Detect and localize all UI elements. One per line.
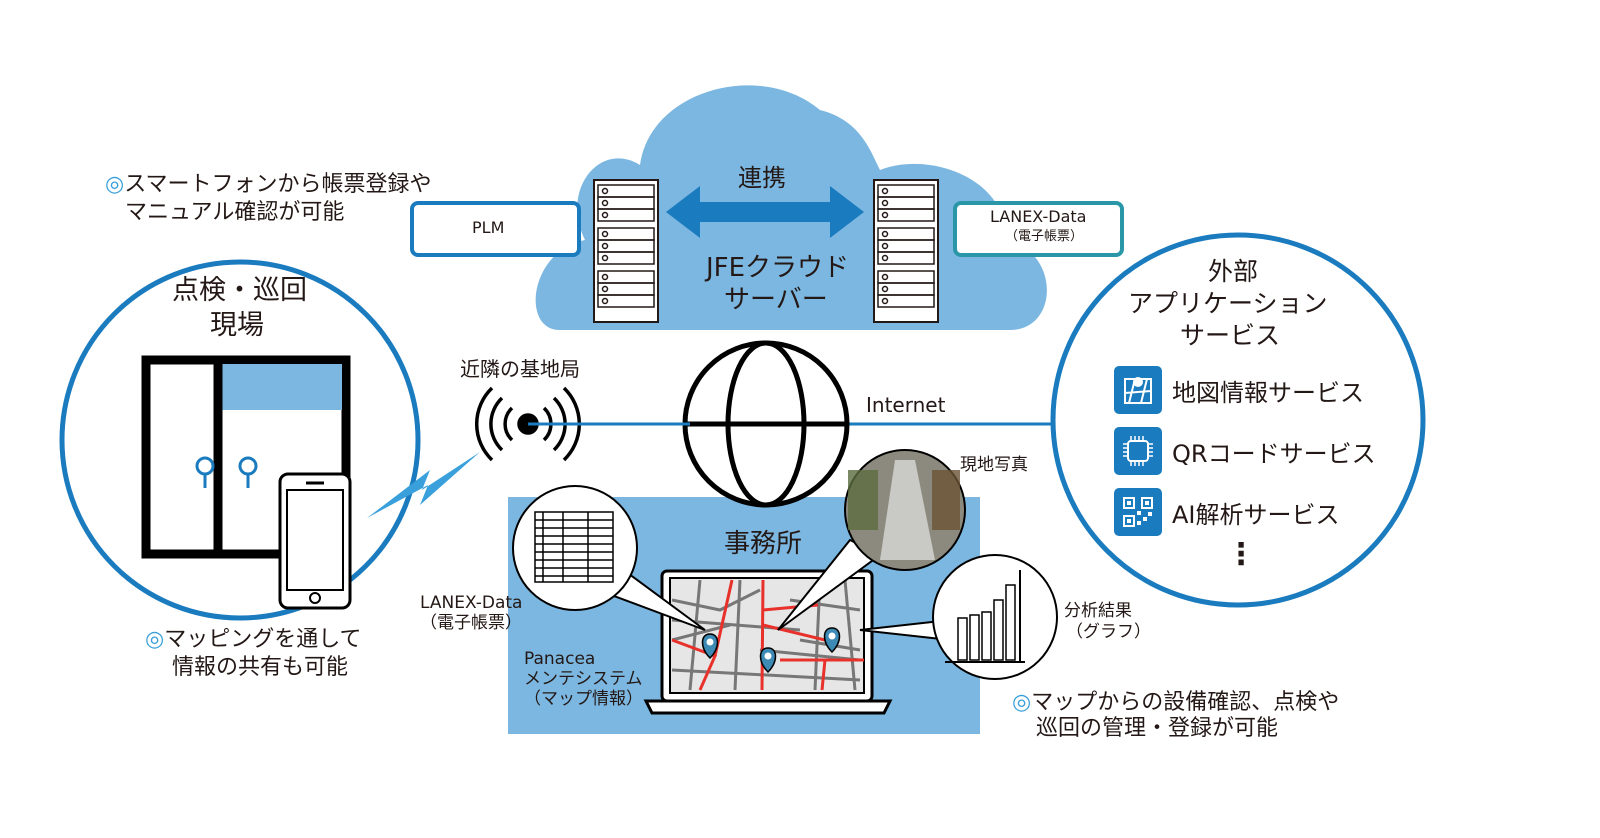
external-title-line2: アプリケーション [1128, 289, 1328, 318]
lanex-sublabel: （電子帳票） [1005, 229, 1084, 244]
note-smartphone: ◎スマートフォンから帳票登録や [105, 172, 432, 197]
photo-label: 現地写真 [960, 455, 1028, 475]
office-lanex-sublabel: （電子帳票） [420, 613, 522, 633]
chip-icon [1114, 427, 1162, 475]
service-label: 地図情報サービス [1172, 378, 1364, 407]
service-item-qr[interactable]: QRコードサービス [1114, 427, 1376, 475]
panacea-map-label: （マップ情報） [524, 689, 643, 709]
link-label: 連携 [738, 164, 786, 192]
note-mark: ◎ [1012, 690, 1032, 715]
base-station-label: 近隣の基地局 [460, 357, 580, 381]
site-subtitle: 現場 [210, 310, 264, 341]
map-pin-icon [701, 633, 719, 660]
globe-icon [682, 340, 850, 508]
analysis-sublabel: （グラフ） [1066, 622, 1151, 642]
service-item-map[interactable]: 地図情報サービス [1114, 366, 1364, 414]
note-line: マッピングを通して [164, 627, 362, 652]
laptop-icon [643, 569, 893, 715]
panacea-label: Panacea [524, 649, 596, 669]
graph-callout [859, 554, 1058, 680]
service-label: QRコードサービス [1172, 439, 1376, 468]
note-office: ◎マップからの設備確認、点検や [1012, 690, 1339, 715]
map-icon [1114, 366, 1162, 414]
external-title-line3: サービス [1180, 321, 1281, 350]
wireless-bolt-icon [367, 452, 480, 518]
office-title: 事務所 [724, 529, 803, 559]
analysis-label: 分析結果 [1064, 601, 1132, 621]
lanex-box [953, 201, 1124, 257]
note-smartphone-line2: マニュアル確認が可能 [125, 200, 345, 225]
cloud-subtitle: サーバー [724, 285, 828, 315]
site-title: 点検・巡回 [172, 275, 307, 306]
note-line: マップからの設備確認、点検や [1031, 690, 1340, 715]
plm-box [410, 201, 581, 257]
lanex-label: LANEX-Data [990, 207, 1087, 226]
external-title: 外部 [1208, 257, 1259, 286]
map-pin-icon [823, 627, 841, 654]
note-mapping-line2: 情報の共有も可能 [172, 655, 349, 680]
sync-arrow-icon [666, 186, 864, 238]
panacea-system-label: メンテシステム [524, 669, 643, 689]
note-mark: ◎ [105, 172, 125, 197]
smartphone-icon [278, 472, 352, 610]
note-mapping: ◎マッピングを通して [145, 627, 362, 652]
note-line: スマートフォンから帳票登録や [124, 172, 432, 197]
qr-code-icon [1114, 488, 1162, 536]
service-label: AI解析サービス [1172, 500, 1340, 529]
note-mark: ◎ [145, 627, 165, 652]
spreadsheet-callout [512, 485, 706, 631]
note-office-line2: 巡回の管理・登録が可能 [1036, 716, 1279, 741]
map-pin-icon [759, 647, 777, 674]
server-left-icon [593, 179, 659, 323]
office-lanex-label: LANEX-Data [420, 593, 523, 613]
service-item-ai[interactable]: AI解析サービス [1114, 488, 1340, 536]
plm-label: PLM [472, 218, 505, 237]
photo-callout [777, 449, 966, 631]
more-services-icon: ⋮ [1226, 537, 1256, 572]
internet-label: Internet [866, 393, 946, 417]
cloud-title: JFEクラウド [706, 253, 850, 283]
server-right-icon [873, 179, 939, 323]
